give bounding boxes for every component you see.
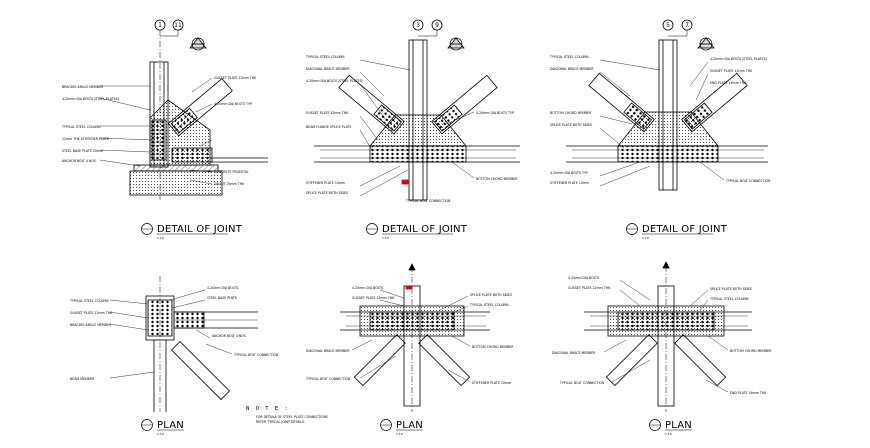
d1-label-5: ANCHOR BOLT 4 NOS (62, 159, 96, 163)
d3-scale: 1:10 (642, 236, 649, 240)
p3-label-4: DIAGONAL BRACE MEMBER (552, 351, 596, 355)
p1-label-6: TYPICAL BOLT CONNECTION (233, 353, 279, 357)
grid-label-a: 3 (416, 22, 420, 29)
p1-label-2: TYPICAL STEEL COLUMN (69, 299, 109, 303)
p3-title-block: PLAN 1:10 (649, 419, 692, 436)
p3-label-3: TYPICAL STEEL COLUMN (709, 297, 749, 301)
d2-label-3: GUSSET PLATE 12mm THK (306, 111, 349, 115)
p3-label-7: END PLATE 16mm THK (730, 391, 767, 395)
p1-label-1: STEEL BASE PLATE (207, 296, 237, 300)
p2-label-6: TYPICAL BOLT CONNECTION (305, 377, 351, 381)
grid-label-b: 9 (435, 22, 439, 29)
d1-label-1: 4-20mm DIA BOLTS (STEEL PLATES) (62, 97, 119, 101)
d2-scale: 1:10 (382, 236, 389, 240)
section-marker-icon (189, 37, 207, 51)
d2-title-block: DETAIL OF JOINT 1:10 (366, 223, 468, 240)
d1-label-6: GUSSET PLATE 12mm THK (214, 76, 257, 80)
grid-label-a: 5 (666, 22, 670, 29)
p2-title: PLAN (396, 420, 423, 431)
p2-scale: 1:10 (396, 432, 403, 436)
detail-of-joint-1: 1 11 (99, 19, 268, 200)
grid-bubble-a (662, 19, 674, 31)
d2-label-7: STIFFENER PLATE 10mm (306, 181, 345, 185)
d2-label-5: 4-20mm DIA BOLTS TYP (476, 111, 514, 115)
p3-label-2: SPLICE PLATE BOTH SIDES (710, 287, 752, 291)
d2-label-1: DIAGONAL BRACE MEMBER (306, 67, 350, 71)
p2-label-0: 4-20mm DIA BOLTS (352, 286, 383, 290)
p3-scale: 1:10 (665, 432, 672, 436)
p2-label-2: SPLICE PLATE BOTH SIDES (470, 293, 512, 297)
p1-label-5: ANCHOR BOLT 4 NOS (212, 334, 246, 338)
d1-label-0: BRACING ANGLE MEMBER (62, 85, 104, 89)
section-marker-icon (447, 37, 465, 51)
grid-label-b: 11 (174, 22, 182, 29)
d2-title: DETAIL OF JOINT (382, 224, 468, 235)
p2-label-7: STIFFENER PLATE 10mm (472, 381, 511, 385)
d1-label-2: TYPICAL STEEL COLUMN (61, 125, 101, 129)
detail-of-joint-2: 3 9 (314, 19, 520, 201)
p1-title: PLAN (157, 420, 184, 431)
note-heading: N O T E : (246, 406, 289, 412)
plan-2 (340, 263, 490, 412)
d3-label-1: DIAGONAL BRACE MEMBER (550, 67, 594, 71)
d3-label-0: TYPICAL STEEL COLUMN (549, 55, 589, 59)
d3-title: DETAIL OF JOINT (642, 224, 728, 235)
grid-label-a: 1 (158, 22, 162, 29)
d1-label-3: 12mm THK STIFFENER PLATE (62, 137, 109, 141)
d3-label-3: GUSSET PLATE 12mm THK (710, 69, 753, 73)
section-marker-icon (697, 37, 715, 51)
d2-label-4: BEAM FLANGE SPLICE PLATE (306, 125, 351, 129)
d1-label-7: 4-20mm DIA BOLTS TYP (214, 102, 252, 106)
d1-label-9: GROUT 25mm THK (214, 182, 245, 186)
d1-label-4: STEEL BASE PLATE 20mm (62, 149, 103, 153)
plan-3 (584, 261, 752, 412)
drawing-note: N O T E : FOR DETAILS OF STEEL PLATE CON… (246, 406, 328, 424)
p1-label-0: 4-20mm DIA BOLTS (207, 286, 238, 290)
d3-label-2: 4-20mm DIA BOLTS (STEEL PLATES) (710, 57, 767, 61)
d1-scale: 1:10 (157, 236, 164, 240)
d2-label-9: TYPICAL BOLT CONNECTION (405, 199, 451, 203)
note-line-1: FOR DETAILS OF STEEL PLATE CONNECTIONS (256, 415, 328, 419)
p3-title: PLAN (665, 420, 692, 431)
p3-label-1: GUSSET PLATE 12mm THK (568, 286, 611, 290)
p3-label-5: BOTTOM CHORD MEMBER (730, 349, 772, 353)
p1-label-7: BEAM MEMBER (70, 377, 95, 381)
p1-label-3: GUSSET PLATE 12mm THK (70, 311, 113, 315)
p3-label-6: TYPICAL BOLT CONNECTION (559, 381, 605, 385)
d3-label-4: BOTTOM CHORD MEMBER (550, 111, 592, 115)
d3-label-5: SPLICE PLATE BOTH SIDES (550, 123, 592, 127)
d3-label-8: TYPICAL BOLT CONNECTION (725, 179, 771, 183)
p2-label-5: BOTTOM CHORD MEMBER (472, 345, 514, 349)
d3-title-block: DETAIL OF JOINT 1:10 (626, 223, 728, 240)
p3-label-0: 4-20mm DIA BOLTS (568, 276, 599, 280)
p1-title-block: PLAN 1:10 (141, 419, 184, 436)
d1-title-block: DETAIL OF JOINT 1:10 (141, 223, 243, 240)
grid-bubble-a (412, 19, 424, 31)
p1-label-4: BRACING ANGLE MEMBER (70, 323, 112, 327)
note-line-2: REFER TYPICAL JOINT DETAILS. (256, 420, 305, 424)
plan-1 (109, 276, 258, 412)
d1-title: DETAIL OF JOINT (157, 224, 243, 235)
p2-label-3: TYPICAL STEEL COLUMN (469, 303, 509, 307)
d2-label-6: BOTTOM CHORD MEMBER (476, 177, 518, 181)
d3-label-6: 4-20mm DIA BOLTS TYP (550, 171, 588, 175)
d2-label-8: SPLICE PLATE BOTH SIDES (306, 191, 348, 195)
d3-label-9: END PLATE 16mm THK (710, 81, 747, 85)
grid-label-b: 7 (685, 22, 689, 29)
p2-title-block: PLAN 1:10 (380, 419, 423, 436)
p1-scale: 1:10 (157, 432, 164, 436)
d3-label-7: STIFFENER PLATE 10mm (550, 181, 589, 185)
d2-label-0: TYPICAL STEEL COLUMN (305, 55, 345, 59)
d2-label-2: 4-20mm DIA BOLTS (STEEL PLATES) (306, 79, 363, 83)
d1-label-8: CONCRETE PEDESTAL (214, 170, 249, 174)
p2-label-4: DIAGONAL BRACE MEMBER (306, 349, 350, 353)
p2-label-1: GUSSET PLATE 12mm THK (352, 296, 395, 300)
detail-of-joint-3: 5 7 (566, 19, 768, 191)
